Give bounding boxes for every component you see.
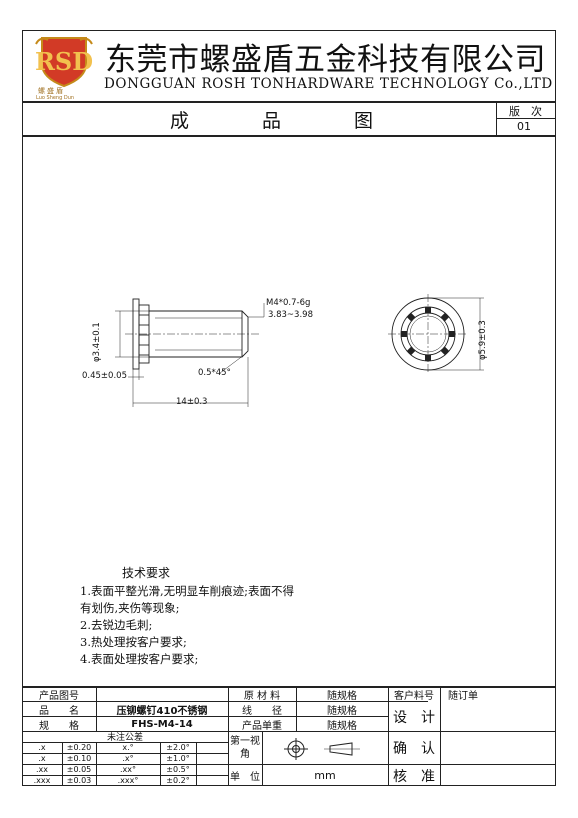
product-no-label: 产品图号: [39, 690, 79, 702]
view-label: 第一视角: [230, 736, 260, 760]
requirement-line-5: 4.表面处理按客户要求;: [80, 652, 199, 666]
doc-title-char-1: 成: [170, 110, 190, 132]
customer-no-value: 随订单: [448, 690, 478, 702]
requirement-line-3: 2.去锐边毛刺;: [80, 618, 153, 632]
requirements-title: 技术要求: [122, 566, 171, 580]
tolerance-linear-value-2: ±0.10: [66, 754, 92, 763]
tolerance-angular-4: .xxx°: [117, 776, 139, 785]
thread-label: M4*0.7-6g: [266, 298, 311, 308]
version-label: 版 次: [509, 105, 542, 118]
logo-letters: RSD: [35, 47, 93, 76]
design-label: 设 计: [393, 709, 435, 726]
tolerance-linear-3: .xx: [35, 765, 48, 774]
tolerance-angular-3: .xx°: [119, 765, 136, 774]
head-diameter-label: φ5.9±0.3: [478, 320, 488, 360]
logo-pinyin: Luo Sheng Dun: [36, 95, 75, 101]
tolerance-title: 未注公差: [106, 733, 143, 743]
tolerance-linear-value-4: ±0.03: [66, 776, 92, 785]
wire-value: 随规格: [327, 705, 357, 717]
requirement-line-1: 1.表面平整光滑,无明显车削痕迹;表面不得: [80, 584, 295, 598]
company-name-en: DONGGUAN ROSH TONHARDWARE TECHNOLOGY Co.…: [104, 76, 553, 92]
doc-title-char-2: 品: [262, 110, 282, 132]
tolerance-linear-1: .x: [38, 743, 46, 752]
chamfer-label: 0.5*45°: [198, 368, 231, 378]
technical-drawing: [115, 294, 484, 407]
tolerance-linear-value-3: ±0.05: [66, 765, 92, 774]
tolerance-angular-value-3: ±0.5°: [166, 765, 190, 774]
customer-no-label: 客户料号: [394, 690, 434, 702]
tolerance-linear-value-1: ±0.20: [66, 743, 92, 752]
requirement-line-2: 有划伤,夹伤等现象;: [80, 601, 180, 615]
material-value: 随规格: [327, 690, 357, 702]
approve-label: 核 准: [393, 768, 435, 785]
length-label: 14±0.3: [176, 397, 208, 407]
company-name-cn: 东莞市螺盛盾五金科技有限公司: [105, 42, 546, 78]
thread-range-label: 3.83~3.98: [268, 310, 313, 320]
tolerance-angular-value-2: ±1.0°: [166, 754, 190, 763]
drawing-frame: [22, 30, 556, 786]
product-name-value: 压铆螺钉410不锈钢: [116, 705, 208, 717]
tolerance-angular-value-4: ±0.2°: [166, 776, 190, 785]
tolerance-linear-4: .xxx: [33, 776, 51, 785]
header-divider: [22, 101, 556, 103]
doc-title-char-3: 图: [354, 110, 374, 132]
head-thickness-label: 0.45±0.05: [82, 371, 127, 381]
logo-subtitle: 螺盛盾: [38, 87, 65, 95]
unit-label: 单 位: [230, 772, 260, 783]
spec-value: FHS-M4-14: [131, 718, 193, 730]
weight-value: 随规格: [327, 720, 357, 732]
company-logo: RSD: [34, 34, 94, 96]
wire-label: 线 径: [242, 705, 282, 717]
version-value: 01: [517, 120, 531, 133]
product-name-label: 品 名: [39, 705, 79, 717]
tolerance-angular-2: .x°: [122, 754, 134, 763]
confirm-label: 确 认: [393, 741, 435, 757]
material-label: 原 材 料: [243, 690, 281, 702]
spec-label: 规 格: [39, 720, 79, 732]
weight-label: 产品单重: [242, 720, 282, 732]
requirement-line-4: 3.热处理按客户要求;: [80, 635, 187, 649]
first-angle-projection-icon: [284, 738, 360, 760]
shank-diameter-label: φ3.4±0.1: [92, 322, 102, 362]
unit-value: mm: [314, 769, 336, 782]
tolerance-angular-value-1: ±2.0°: [166, 743, 190, 752]
tolerance-linear-2: .x: [38, 754, 46, 763]
tolerance-angular-1: x.°: [122, 743, 134, 752]
